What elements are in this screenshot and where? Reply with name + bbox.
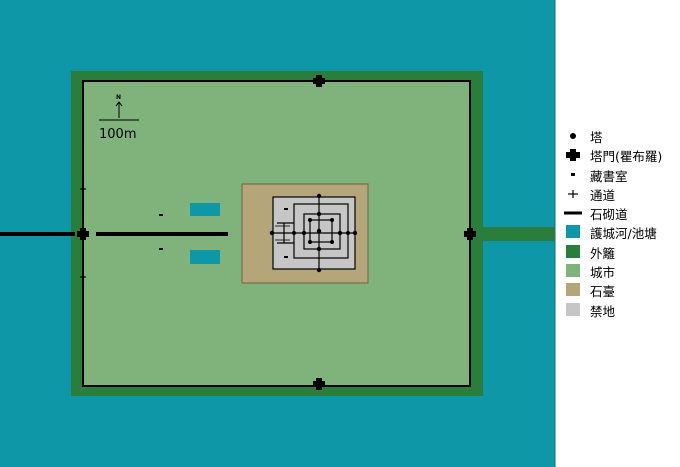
dot-icon xyxy=(308,218,312,222)
gopura-icon xyxy=(313,378,325,390)
legend-label: 城市 xyxy=(590,265,616,281)
gopura-icon xyxy=(77,228,89,240)
legend-item: 石臺 xyxy=(560,280,678,299)
legend-label: 外籬 xyxy=(590,245,616,261)
dot-icon xyxy=(316,228,322,234)
dot-icon xyxy=(337,230,343,236)
legend-item: 通道 xyxy=(560,184,678,203)
legend-label: 塔 xyxy=(590,130,603,145)
legend-label: 塔門(瞿布羅) xyxy=(590,149,663,165)
library-icon xyxy=(284,256,288,258)
legend-label: 護城河/池塘 xyxy=(590,226,657,242)
dot-icon xyxy=(316,211,322,217)
north-pond xyxy=(190,203,220,216)
dot-icon xyxy=(269,230,275,236)
legend-item: 石砌道 xyxy=(560,203,678,222)
city-swatch xyxy=(566,264,580,278)
dot-icon xyxy=(330,218,334,222)
legend-item: 塔門(瞿布羅) xyxy=(560,145,678,164)
legend-item: 護城河/池塘 xyxy=(560,222,678,241)
dot-icon xyxy=(316,267,322,273)
dot-icon xyxy=(301,230,307,236)
legend-item: 城市 xyxy=(560,261,678,280)
legend-item: 藏書室 xyxy=(560,165,678,184)
east-causeway xyxy=(475,227,555,241)
legend-label: 石砌道 xyxy=(590,207,628,223)
library-icon xyxy=(159,248,163,250)
moat-swatch xyxy=(566,225,580,239)
legend-item: 塔 xyxy=(560,126,678,145)
legend: 塔 塔門(瞿布羅) 藏書室 通道 石砌道 護城河/池塘 外籬 城市 xyxy=(560,126,678,319)
dot-icon xyxy=(346,231,350,235)
dot-icon xyxy=(316,246,322,252)
legend-label: 禁地 xyxy=(590,303,616,319)
dot-icon xyxy=(330,240,334,244)
dot-icon xyxy=(292,231,296,235)
legend-label: 石臺 xyxy=(590,284,616,300)
forbidden-swatch xyxy=(566,302,580,316)
passage-icon xyxy=(568,189,578,198)
outer-wall-swatch xyxy=(566,244,580,258)
dot-icon xyxy=(316,193,322,199)
causeway-icon xyxy=(564,211,582,215)
legend-item: 外籬 xyxy=(560,242,678,261)
legend-label: 藏書室 xyxy=(590,168,628,184)
legend-label: 通道 xyxy=(590,187,616,203)
library-icon xyxy=(284,208,288,210)
scale-label: 100m xyxy=(99,127,136,142)
gopura-icon xyxy=(566,149,580,162)
svg-text:N: N xyxy=(116,94,121,101)
dot-icon xyxy=(308,240,312,244)
terrace-swatch xyxy=(566,283,580,297)
dot-icon xyxy=(570,133,576,139)
passage-icon xyxy=(80,188,86,278)
gopura-icon xyxy=(464,228,476,240)
south-pond xyxy=(190,250,220,264)
temple-gallery-lines xyxy=(275,225,290,241)
tower-markers xyxy=(269,193,358,273)
library-icon xyxy=(159,214,163,216)
library-icon xyxy=(571,172,575,176)
dot-icon xyxy=(352,230,358,236)
north-arrow: N xyxy=(115,94,123,118)
gopura-icon xyxy=(313,75,325,87)
legend-item: 禁地 xyxy=(560,300,678,319)
